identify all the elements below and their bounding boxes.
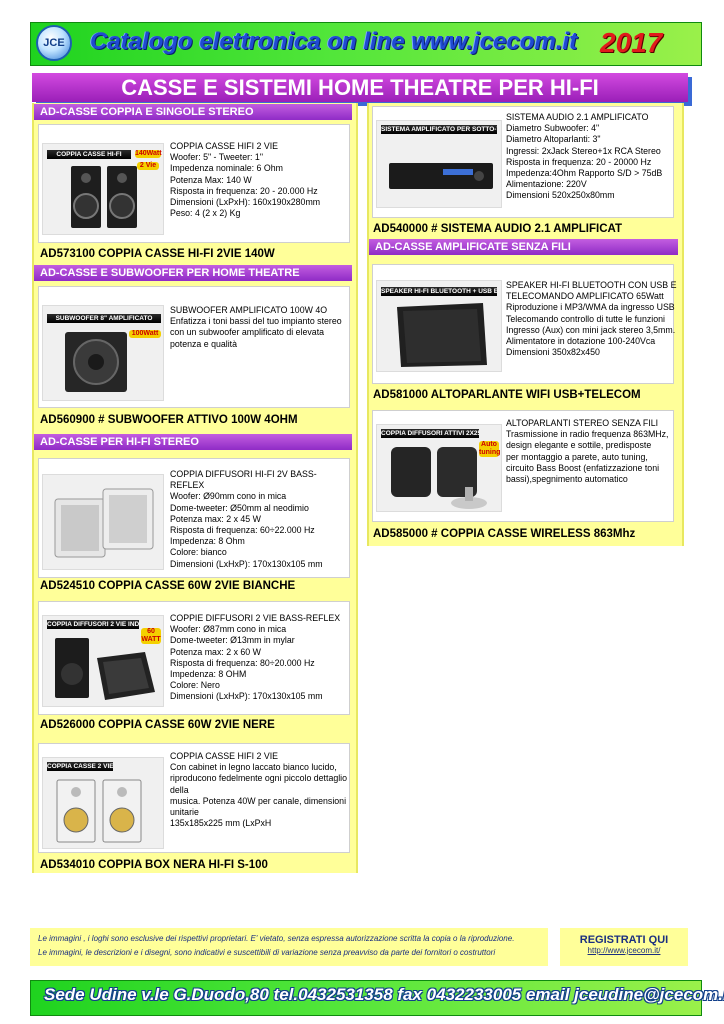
register-link[interactable]: http://www.jcecom.it/ (587, 946, 661, 955)
logo-text: JCE (43, 37, 65, 49)
header-bar (30, 22, 702, 66)
wireless-speakers-icon (391, 447, 487, 509)
black-speakers-icon (55, 638, 155, 700)
product-image: COPPIA CASSE 2 VIE 40W (42, 757, 164, 849)
power-badge: 60 WATT (141, 628, 161, 644)
product-code: AD534010 COPPIA BOX NERA HI-FI S-100 (40, 859, 268, 871)
product-description: SISTEMA AUDIO 2.1 AMPLIFICATO Diametro S… (506, 112, 663, 201)
disclaimer-note: Le immagini , i loghi sono esclusive dei… (30, 928, 548, 966)
image-banner: SPEAKER HI-FI BLUETOOTH + USB E TELECOMA… (381, 287, 497, 296)
product-description: ALTOPARLANTI STEREO SENZA FILI Trasmissi… (506, 418, 669, 485)
power-badge: 140Watt (135, 150, 162, 158)
image-banner: SUBWOOFER 8" AMPLIFICATO (47, 314, 161, 323)
disclaimer-line: Le immagini, le descrizioni e i disegni,… (38, 948, 496, 957)
disclaimer-line: Le immagini , i loghi sono esclusive dei… (38, 934, 515, 943)
product-image: COPPIA DIFFUSORI ATTIVI 2X25W SENZA FILI… (376, 424, 502, 512)
product-image: SUBWOOFER 8" AMPLIFICATO 100Watt (42, 305, 164, 401)
footer-bar (30, 980, 702, 1016)
product-image: COPPIA CASSE HI-FI 140Watt 2 Vie (42, 143, 164, 235)
register-title: REGISTRATI QUI (579, 934, 669, 946)
section-header: AD-CASSE E SUBWOOFER PER HOME THEATRE (34, 265, 352, 281)
product-description: COPPIA DIFFUSORI HI-FI 2V BASS- REFLEX W… (170, 469, 323, 569)
white-box-speakers-icon (56, 779, 142, 843)
section-header: AD-CASSE PER HI-FI STEREO (34, 434, 352, 450)
feature-badge: Auto tuning (479, 441, 501, 457)
bluetooth-speaker-icon (397, 303, 487, 367)
product-code: AD585000 # COPPIA CASSE WIRELESS 863Mhz (373, 528, 636, 540)
section-header: AD-CASSE AMPLIFICATE SENZA FILI (369, 239, 678, 255)
power-badge: 100Watt (129, 330, 161, 338)
product-description: COPPIA CASSE HIFI 2 VIE Woofer: 5" - Twe… (170, 141, 321, 219)
product-code: AD560900 # SUBWOOFER ATTIVO 100W 4OHM (40, 414, 298, 426)
image-banner: SISTEMA AMPLIFICATO PER SOTTO-TV LCD (381, 125, 497, 134)
jce-logo: JCE (36, 25, 72, 61)
ways-badge: 2 Vie (137, 162, 159, 170)
contact-address: Sede Udine v.le G.Duodo,80 tel.043253135… (44, 985, 724, 1004)
catalog-title: Catalogo elettronica on line www.jcecom.… (90, 28, 578, 55)
product-code: AD524510 COPPIA CASSE 60W 2VIE BIANCHE (40, 580, 296, 592)
product-description: COPPIA CASSE HIFI 2 VIE Con cabinet in l… (170, 751, 348, 829)
product-code: AD581000 ALTOPARLANTE WIFI USB+TELECOM (373, 389, 641, 401)
product-description: COPPIE DIFFUSORI 2 VIE BASS-REFLEX Woofe… (170, 613, 341, 702)
product-image: COPPIA DIFFUSORI 2 VIE INDOOR/OUTDOOR 60… (42, 615, 164, 707)
product-code: AD526000 COPPIA CASSE 60W 2VIE NERE (40, 719, 275, 731)
soundbar-icon (389, 163, 493, 189)
catalog-year: 2017 (600, 27, 663, 58)
image-banner: COPPIA DIFFUSORI 2 VIE INDOOR/OUTDOOR (47, 620, 139, 629)
section-header: AD-CASSE COPPIA E SINGOLE STEREO (34, 104, 352, 120)
product-code: AD540000 # SISTEMA AUDIO 2.1 AMPLIFICAT (373, 223, 623, 235)
product-code: AD573100 COPPIA CASSE HI-FI 2VIE 140W (40, 248, 275, 260)
image-banner: COPPIA DIFFUSORI ATTIVI 2X25W SENZA FILI (381, 429, 479, 438)
image-banner: COPPIA CASSE 2 VIE 40W (47, 762, 113, 771)
subwoofer-icon (65, 332, 127, 392)
white-speakers-icon (54, 488, 154, 558)
product-description: SPEAKER HI-FI BLUETOOTH CON USB E TELECO… (506, 280, 677, 358)
product-description: SUBWOOFER AMPLIFICATO 100W 4O Enfatizza … (170, 305, 342, 349)
product-image (42, 474, 164, 570)
product-image: SPEAKER HI-FI BLUETOOTH + USB E TELECOMA… (376, 280, 502, 372)
product-image: SISTEMA AMPLIFICATO PER SOTTO-TV LCD (376, 120, 502, 208)
image-banner: COPPIA CASSE HI-FI (47, 150, 131, 159)
page-title: CASSE E SISTEMI HOME THEATRE PER HI-FI (32, 73, 688, 102)
speaker-pair-icon (71, 166, 137, 228)
register-box: REGISTRATI QUI http://www.jcecom.it/ (560, 928, 688, 966)
